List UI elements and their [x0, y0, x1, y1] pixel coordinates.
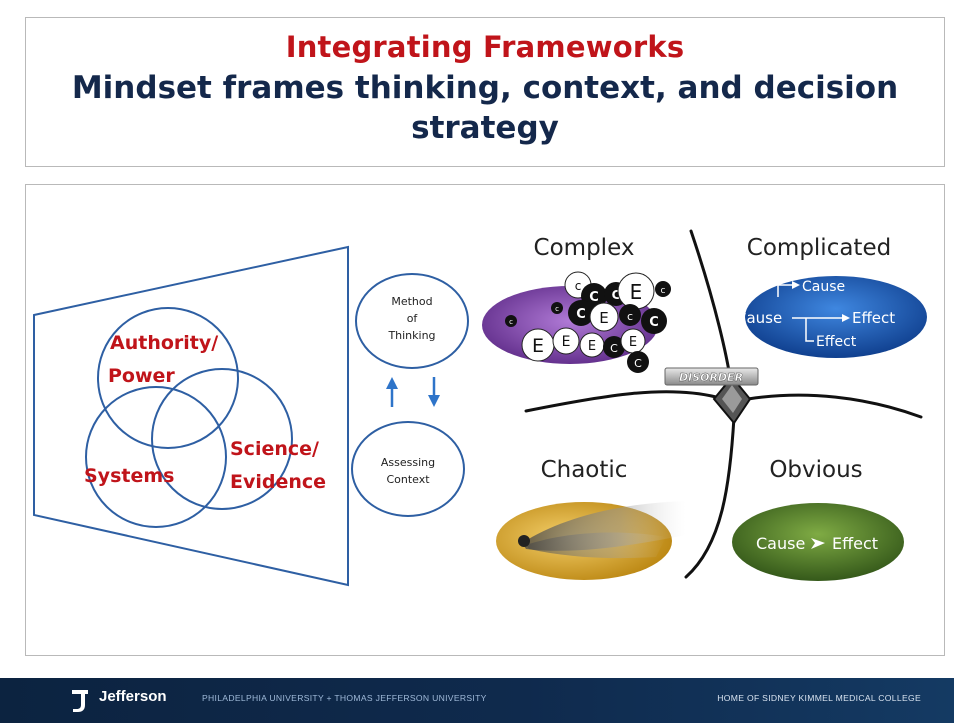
- domain-complicated-label: Complicated: [747, 235, 891, 261]
- slide-title: Integrating Frameworks: [285, 30, 685, 64]
- domain-obvious-label: Obvious: [769, 457, 862, 483]
- svg-text:E: E: [588, 339, 596, 354]
- method-label-3: Thinking: [387, 329, 435, 342]
- venn-label-science-2: Evidence: [230, 471, 326, 493]
- disorder-label-bg: [664, 367, 759, 386]
- content-box: Authority/ Power Systems Science/ Eviden…: [25, 184, 945, 656]
- svg-text:c: c: [509, 318, 513, 326]
- svg-text:C: C: [634, 357, 642, 370]
- svg-text:C: C: [589, 290, 599, 305]
- svg-text:E: E: [629, 335, 637, 350]
- obvious-illustration: Cause Effect: [732, 503, 904, 581]
- footer-bar: Jefferson PHILADELPHIA UNIVERSITY + THOM…: [0, 678, 954, 723]
- cynefin-boundaries: [524, 229, 923, 579]
- svg-text:E: E: [630, 280, 643, 304]
- venn-circle-systems: [85, 386, 227, 528]
- svg-text:c: c: [661, 286, 666, 296]
- svg-text:E: E: [532, 335, 544, 357]
- svg-text:E: E: [599, 309, 608, 327]
- obvious-effect: Effect: [832, 534, 878, 553]
- obvious-cause: Cause: [756, 534, 805, 553]
- svg-text:c: c: [627, 310, 633, 323]
- footer-brand: Jefferson: [99, 688, 167, 705]
- svg-text:C: C: [610, 342, 618, 355]
- complicated-cause-top: Cause: [802, 279, 845, 295]
- venn-circle-science: [151, 368, 293, 510]
- slide-subtitle: Mindset frames thinking, context, and de…: [71, 70, 899, 146]
- svg-text:c: c: [575, 279, 582, 293]
- venn-label-science-1: Science/: [230, 438, 319, 460]
- complicated-illustration: Cause Cause Effect Effect: [736, 276, 927, 358]
- svg-text:C: C: [649, 315, 659, 330]
- jefferson-logo-icon: [72, 690, 88, 712]
- venn-label-systems: Systems: [84, 465, 174, 487]
- complex-illustration: E c C C E c C E c C E E C E C c c: [482, 271, 671, 373]
- complicated-cause-left: Cause: [736, 309, 782, 327]
- disorder-center-highlight: [722, 385, 742, 413]
- venn-label-authority-2: Power: [108, 365, 175, 387]
- svg-text:E: E: [562, 334, 571, 350]
- domain-complex-label: Complex: [534, 235, 635, 261]
- svg-text:C: C: [612, 288, 621, 302]
- assessing-context-oval: [351, 421, 465, 517]
- footer-university: PHILADELPHIA UNIVERSITY + THOMAS JEFFERS…: [202, 693, 487, 703]
- disorder-label: DISORDER: [679, 371, 743, 384]
- method-label-2: of: [407, 312, 419, 325]
- complicated-effect-right: Effect: [852, 309, 895, 327]
- footer-home: HOME OF SIDNEY KIMMEL MEDICAL COLLEGE: [717, 693, 921, 703]
- svg-text:C: C: [576, 307, 586, 322]
- arrow-up-icon: [386, 377, 398, 407]
- framework-diagram: Authority/ Power Systems Science/ Eviden…: [33, 229, 927, 587]
- context-label-1: Assessing: [381, 456, 435, 469]
- venn-circle-authority: [97, 307, 239, 449]
- venn-label-authority-1: Authority/: [110, 332, 218, 354]
- svg-text:c: c: [555, 305, 559, 313]
- complicated-effect-bottom: Effect: [816, 334, 857, 350]
- chaotic-illustration: [496, 501, 686, 580]
- domain-chaotic-label: Chaotic: [541, 457, 628, 483]
- method-label-1: Method: [391, 295, 432, 308]
- mindset-trapezoid: [33, 245, 349, 587]
- method-of-thinking-oval: [355, 273, 469, 369]
- title-box: Integrating Frameworks Mindset frames th…: [25, 17, 945, 167]
- arrow-down-icon: [428, 377, 440, 407]
- context-label-2: Context: [386, 473, 430, 486]
